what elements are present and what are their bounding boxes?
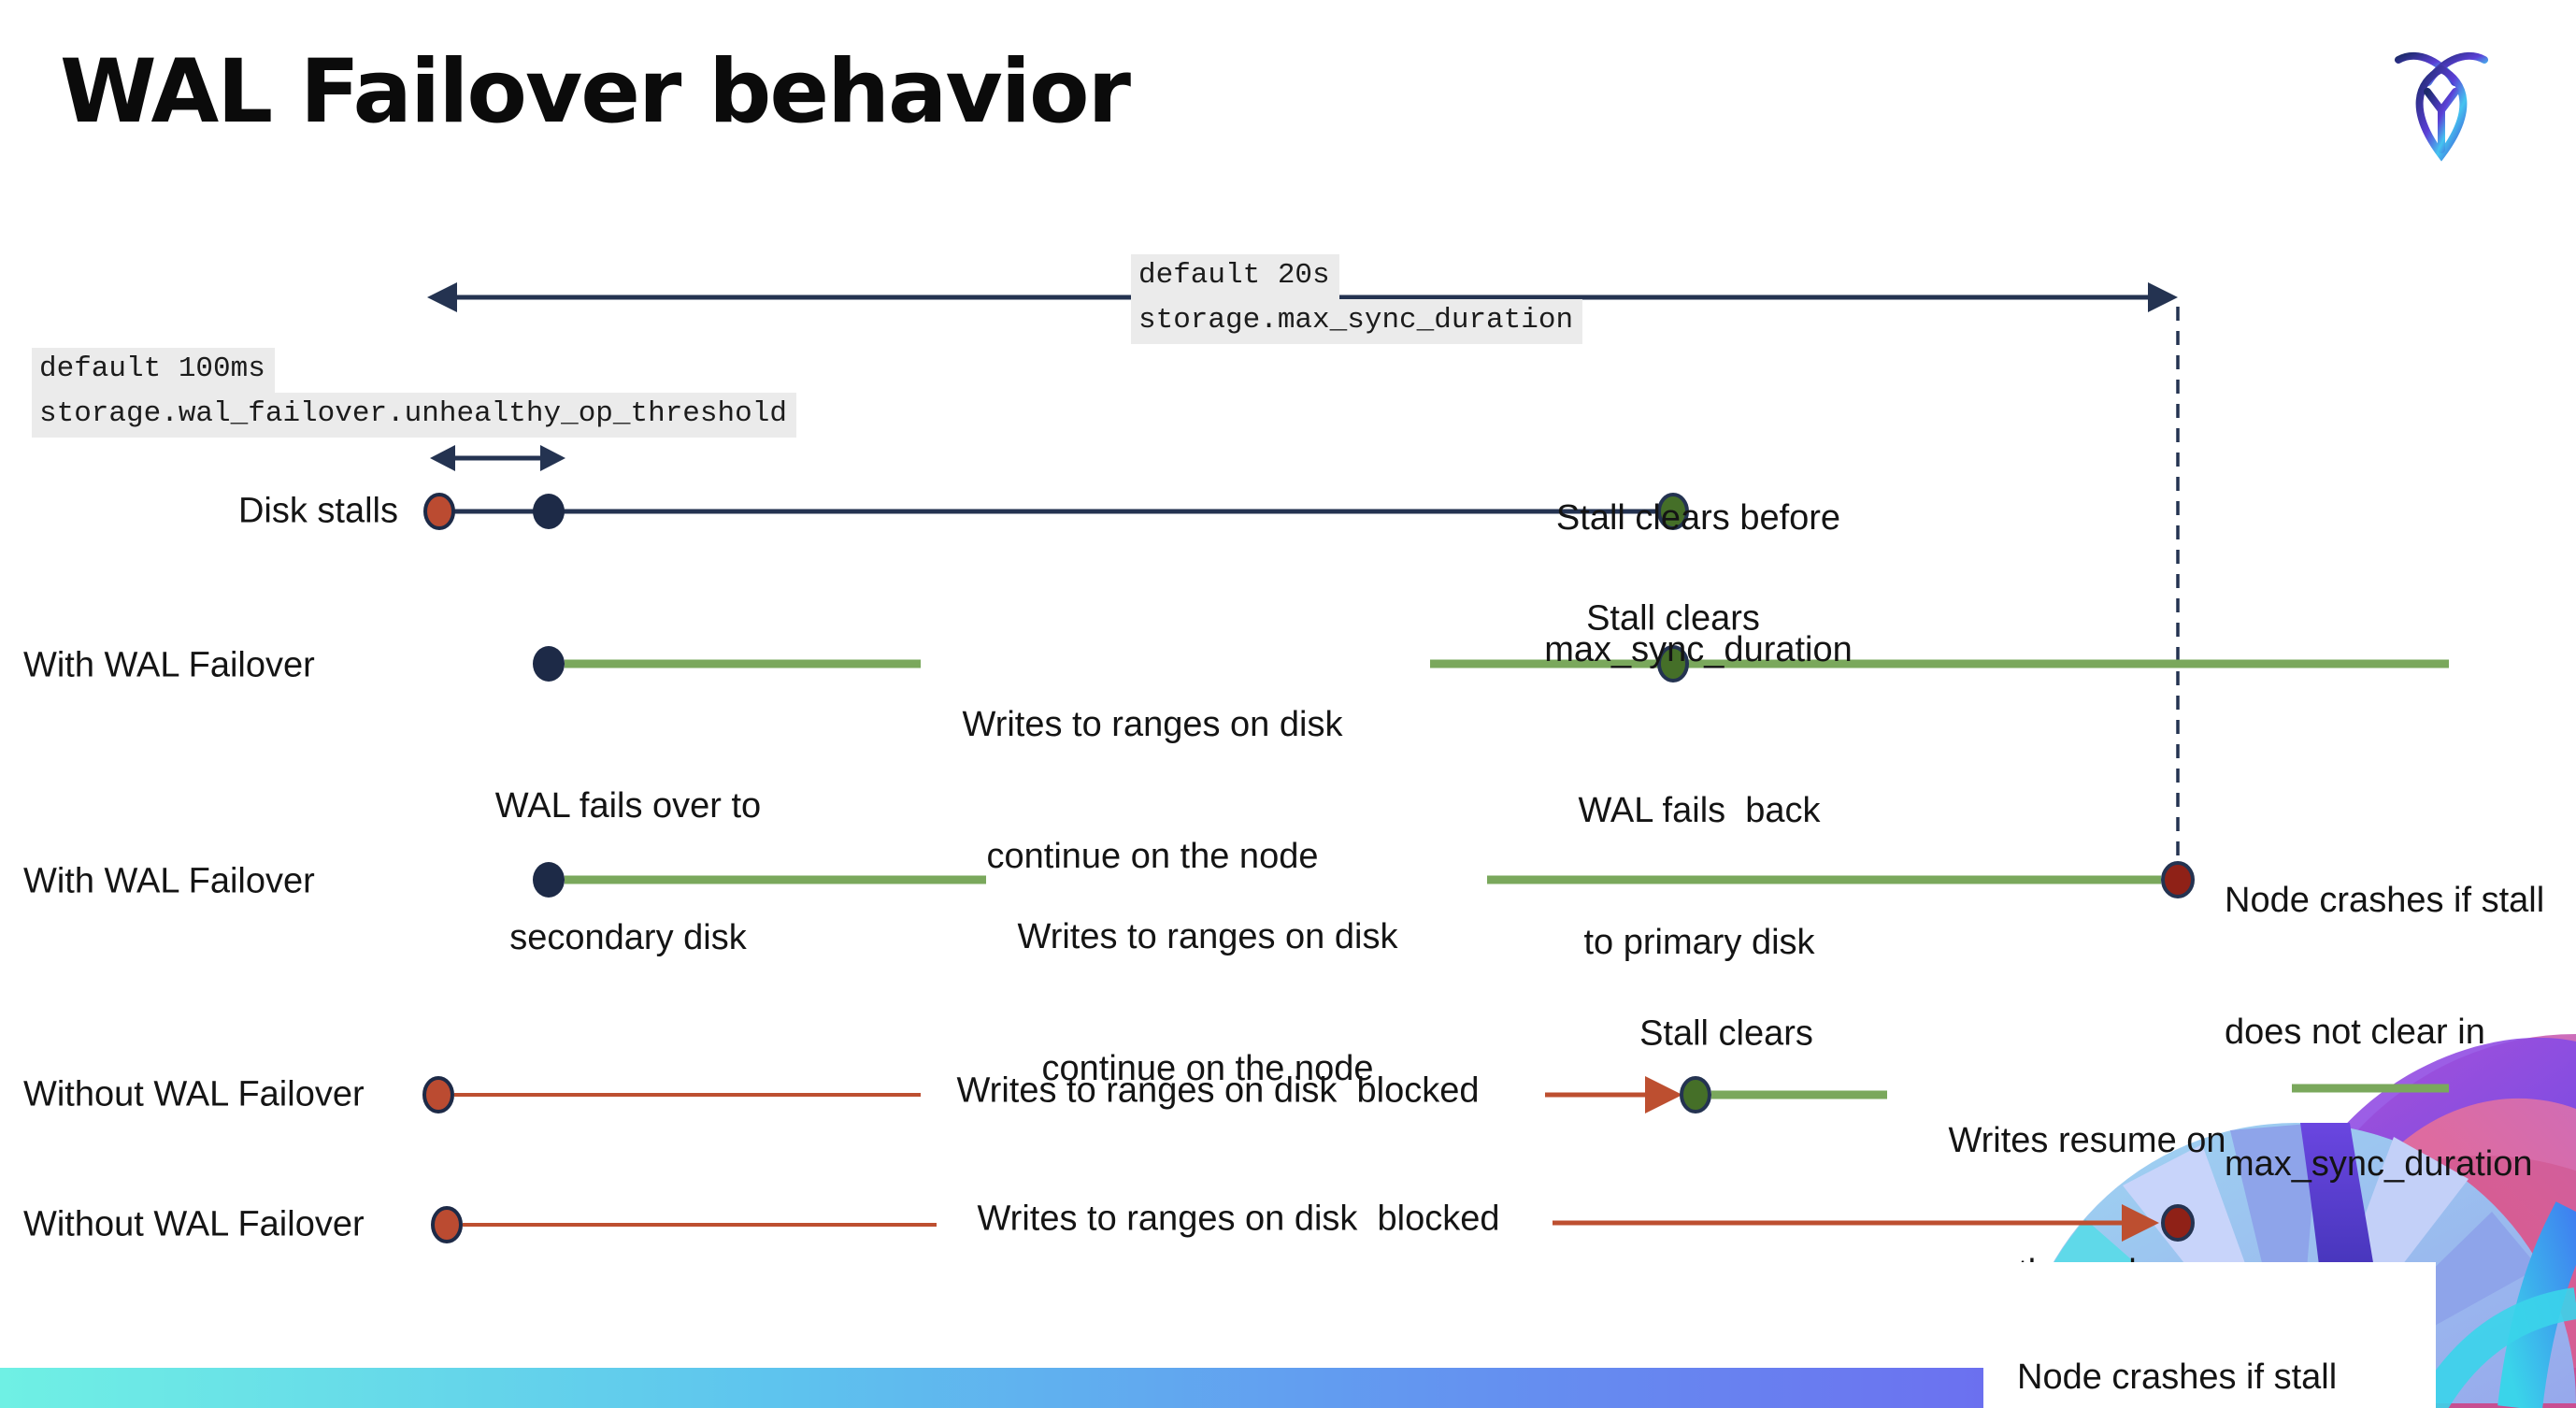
row3-mid-line1: Writes to ranges on disk bbox=[1017, 917, 1398, 956]
arrowhead-left-small-icon bbox=[430, 445, 455, 471]
row3-mid-line2: continue on the node bbox=[1041, 1049, 1374, 1088]
max-sync-default-chip: default 20s bbox=[1131, 254, 1339, 299]
row1-note: Stall clears before max_sync_duration bbox=[1544, 409, 1853, 760]
row1-note-line2: max_sync_duration bbox=[1544, 630, 1853, 669]
threshold-default-chip: default 100ms bbox=[32, 348, 275, 393]
row4-mid-note: Writes to ranges on disk blocked bbox=[956, 1070, 1480, 1111]
row4-stall-clears: Stall clears bbox=[1639, 1013, 1813, 1054]
row2-failover-line1: WAL fails over to bbox=[494, 786, 762, 826]
row5-mid-note: Writes to ranges on disk blocked bbox=[977, 1199, 1500, 1239]
threshold-setting-chip: storage.wal_failover.unhealthy_op_thresh… bbox=[32, 393, 796, 438]
row4-label: Without WAL Failover bbox=[23, 1074, 365, 1114]
row1-label: Disk stalls bbox=[237, 491, 398, 531]
row3-failover-dot bbox=[533, 862, 565, 898]
row1-clear-dot bbox=[1657, 493, 1689, 530]
row1-stall-dot bbox=[423, 493, 455, 530]
row4-resume-line1: Writes resume on bbox=[1948, 1121, 2226, 1160]
cockroachdb-logo-icon bbox=[2395, 51, 2488, 162]
arrowhead-left-icon bbox=[427, 282, 457, 312]
row1-note-line1: Stall clears before bbox=[1555, 498, 1841, 538]
row2-mid-line1: Writes to ranges on disk bbox=[962, 705, 1343, 744]
max-sync-setting-chip: storage.max_sync_duration bbox=[1131, 299, 1583, 344]
body-outline bbox=[2415, 65, 2468, 162]
row4-arrowhead-icon bbox=[1645, 1076, 1682, 1113]
row2-clear-dot bbox=[1657, 645, 1689, 682]
row5-crash-line1: Node crashes if stall bbox=[2017, 1358, 2338, 1397]
cyan-arc-2 bbox=[2417, 1287, 2576, 1408]
row2-failover-note: WAL fails over to secondary disk bbox=[495, 697, 761, 1048]
row2-failback-note: WAL fails back to primary disk bbox=[1578, 701, 1820, 1053]
row5-crash-dot bbox=[2161, 1204, 2195, 1242]
row5-stall-dot bbox=[431, 1206, 463, 1243]
row2-mid-note: Writes to ranges on disk continue on the… bbox=[963, 615, 1343, 967]
row5-crash-note: Node crashes if stall does not clear in … bbox=[2017, 1268, 2337, 1408]
cyan-arc bbox=[2497, 1201, 2576, 1408]
row4-stall-dot bbox=[422, 1076, 454, 1113]
row2-label: With WAL Failover bbox=[23, 645, 315, 685]
row2-stall-clears: Stall clears bbox=[1586, 598, 1760, 639]
row3-mid-note: Writes to ranges on disk continue on the… bbox=[1018, 827, 1398, 1179]
row3-crash-line2: does not clear in bbox=[2225, 1013, 2485, 1052]
body-veins bbox=[2424, 88, 2459, 153]
row3-crash-line3: max_sync_duration bbox=[2225, 1144, 2533, 1184]
row5-crash-box: Node crashes if stall does not clear in … bbox=[1983, 1262, 2436, 1408]
row3-label: With WAL Failover bbox=[23, 861, 315, 901]
row3-crash-line1: Node crashes if stall bbox=[2225, 881, 2545, 920]
row2-failback-line2: to primary disk bbox=[1583, 923, 1815, 962]
row1-threshold-dot bbox=[533, 494, 565, 529]
page-title: WAL Failover behavior bbox=[60, 41, 1131, 143]
row2-failover-dot bbox=[533, 646, 565, 682]
arrowhead-right-small-icon bbox=[540, 445, 565, 471]
row3-crash-note: Node crashes if stall does not clear in … bbox=[2225, 791, 2544, 1274]
row2-mid-line2: continue on the node bbox=[986, 837, 1319, 876]
row4-clear-dot bbox=[1680, 1076, 1711, 1113]
row3-crash-dot bbox=[2161, 861, 2195, 898]
row2-failback-line1: WAL fails back bbox=[1578, 791, 1821, 830]
row5-label: Without WAL Failover bbox=[23, 1204, 365, 1244]
row5-arrowhead-icon bbox=[2122, 1204, 2159, 1242]
arrowhead-right-icon bbox=[2148, 282, 2178, 312]
row2-failover-line2: secondary disk bbox=[509, 918, 747, 957]
